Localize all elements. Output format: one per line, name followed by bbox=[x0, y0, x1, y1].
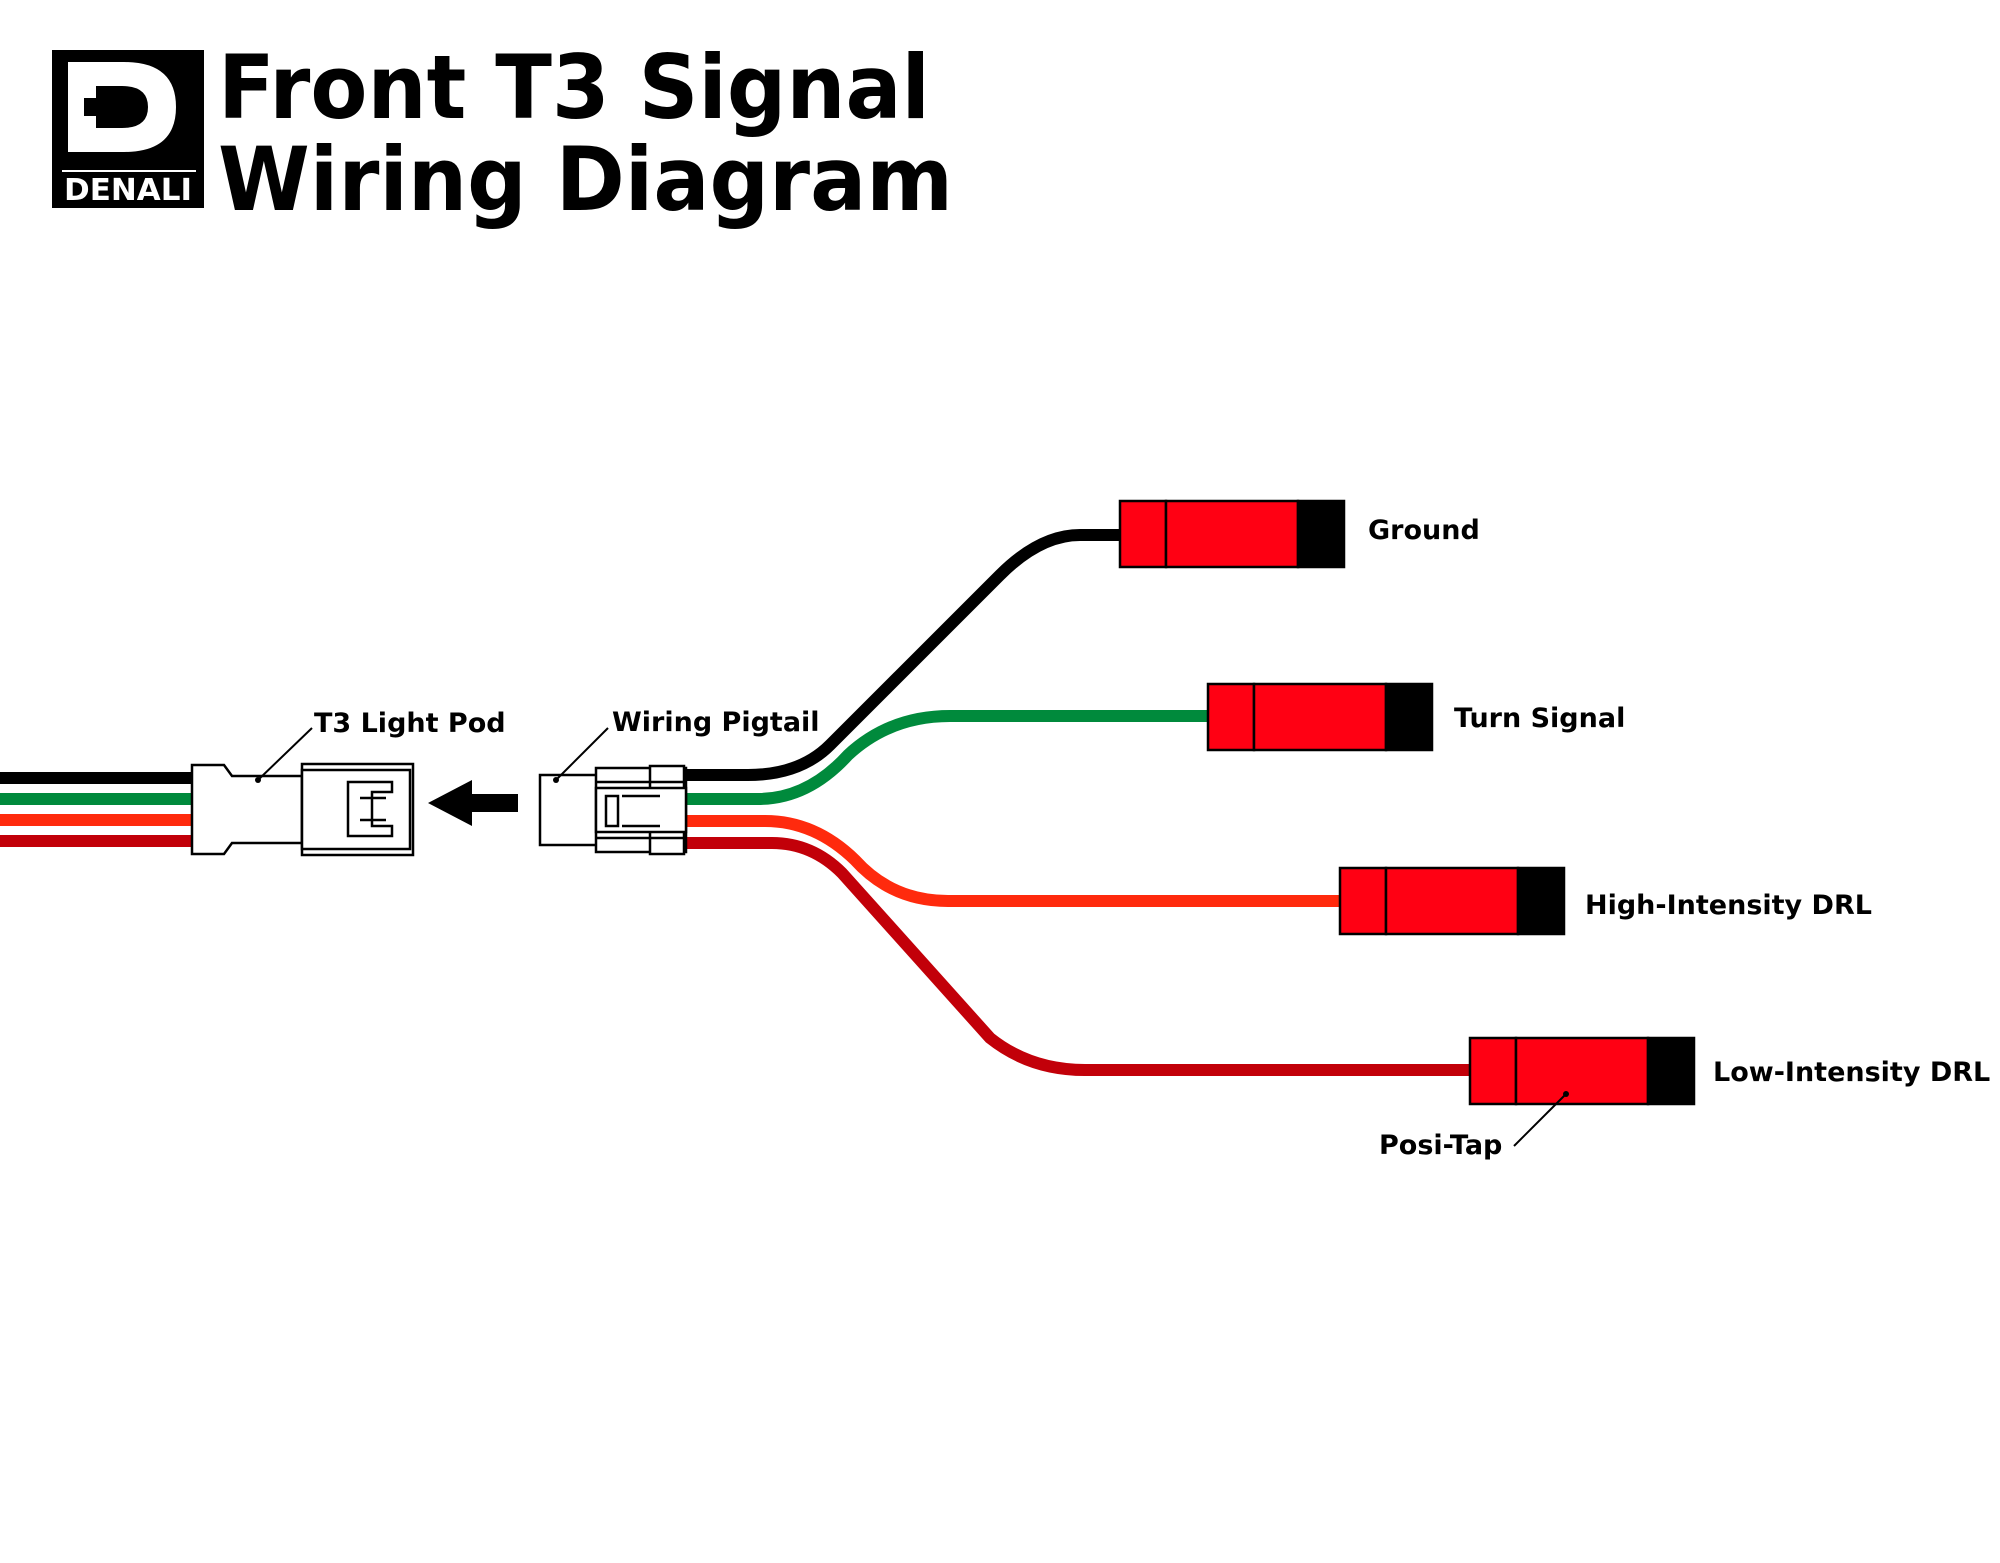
label-light-pod: T3 Light Pod bbox=[314, 708, 506, 739]
pigtail-leader bbox=[555, 727, 609, 781]
posi-tap-low-drl bbox=[1468, 1036, 1696, 1106]
pigtail-connector bbox=[538, 764, 688, 856]
arrow-left-icon bbox=[428, 780, 518, 826]
logo-brand-text: DENALI bbox=[64, 173, 192, 208]
posi-tap-leader bbox=[1513, 1093, 1567, 1147]
page-title-line2: Wiring Diagram bbox=[218, 128, 953, 231]
label-ground: Ground bbox=[1368, 515, 1480, 546]
high-drl-wire bbox=[680, 815, 1340, 907]
low-drl-wire bbox=[680, 837, 1470, 1076]
label-turn-signal: Turn Signal bbox=[1454, 703, 1625, 734]
label-low-drl: Low-Intensity DRL bbox=[1713, 1057, 1990, 1088]
label-pigtail: Wiring Pigtail bbox=[612, 707, 820, 738]
label-posi-tap: Posi-Tap bbox=[1379, 1130, 1502, 1161]
page-title-line1: Front T3 Signal bbox=[218, 36, 930, 139]
posi-tap-ground bbox=[1118, 499, 1346, 569]
label-high-drl: High-Intensity DRL bbox=[1585, 890, 1872, 921]
light-pod-leader bbox=[257, 727, 313, 781]
denali-logo: DENALI bbox=[52, 50, 204, 208]
turn-signal-wire bbox=[680, 710, 1208, 805]
pigtail-wires bbox=[680, 529, 1470, 1076]
posi-tap-turn-signal bbox=[1206, 682, 1434, 752]
ground-wire bbox=[680, 529, 1122, 781]
light-pod-connector bbox=[190, 762, 415, 857]
light-pod-wires bbox=[0, 772, 192, 847]
posi-tap-high-drl bbox=[1338, 866, 1566, 936]
